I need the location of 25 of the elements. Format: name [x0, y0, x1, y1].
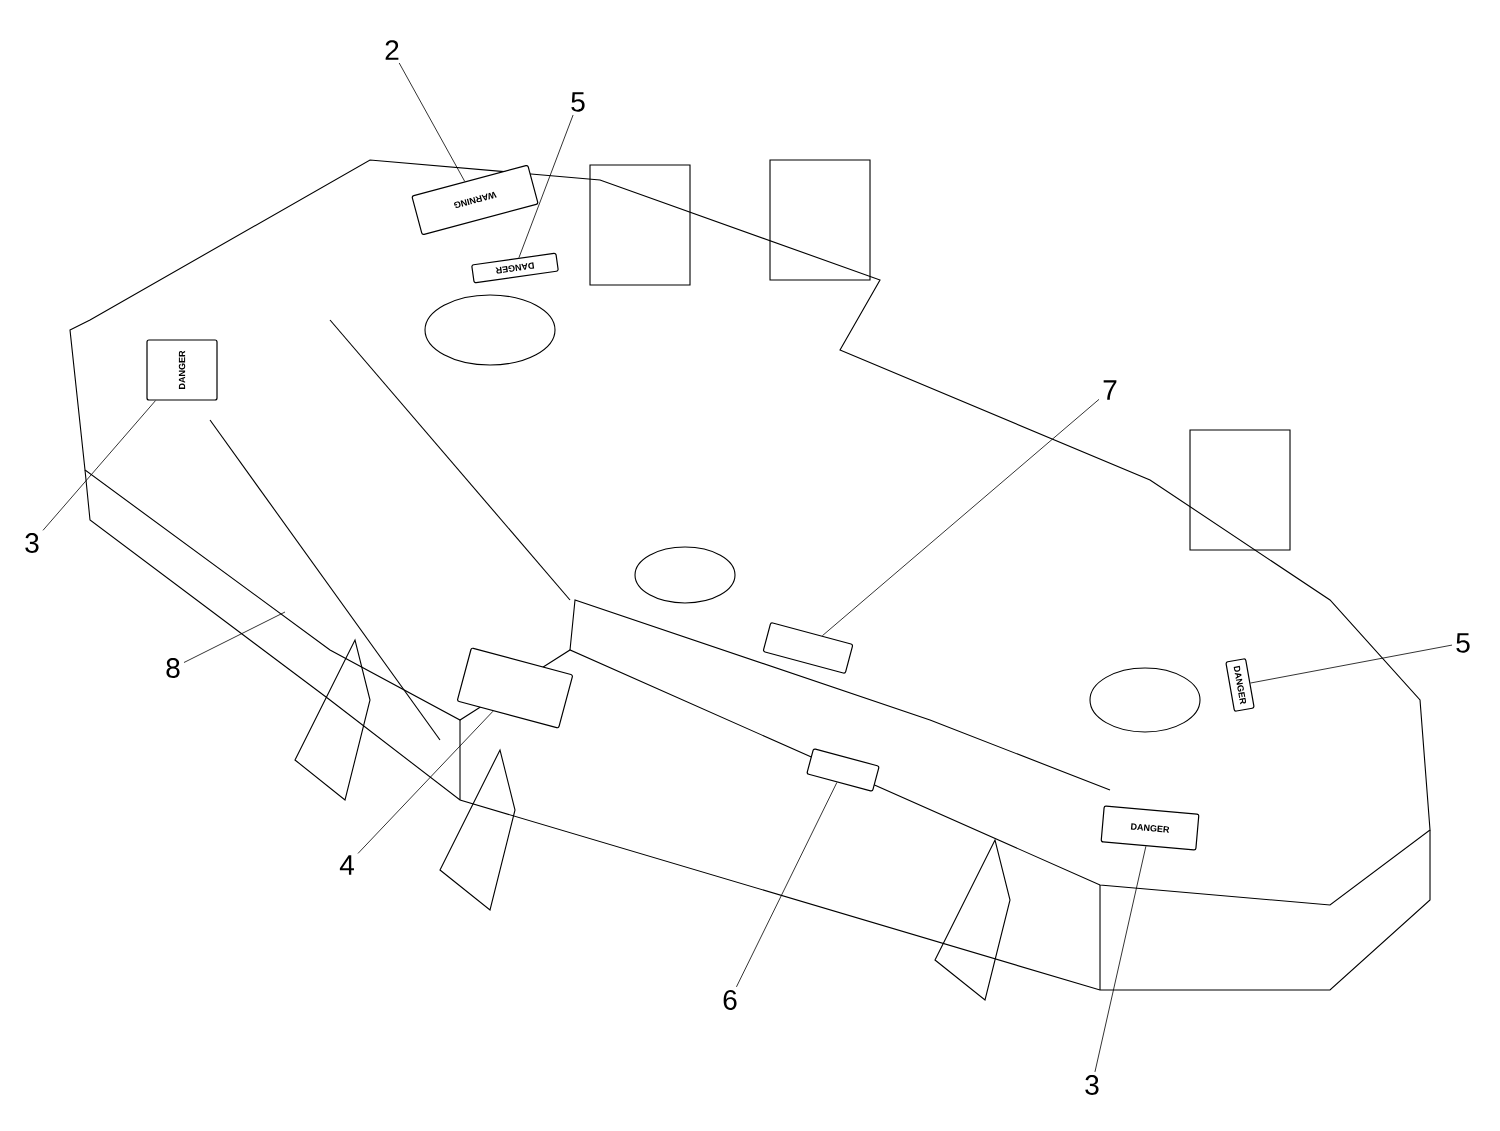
- leader-line: [398, 62, 466, 182]
- callout-number: 3: [1085, 1075, 1099, 1095]
- callout-number: 8: [166, 658, 180, 678]
- leader-line: [42, 400, 156, 531]
- callout-number: 5: [571, 92, 585, 112]
- decal-label: DANGER: [1225, 658, 1255, 712]
- leader-line: [1250, 644, 1453, 684]
- callout-number: 5: [1456, 633, 1470, 653]
- decal-label: [457, 647, 573, 729]
- decal-label: [762, 622, 854, 674]
- decal-label: DANGER: [471, 252, 559, 284]
- callout-number: 2: [385, 40, 399, 60]
- leader-line: [183, 611, 286, 663]
- decal-label: DANGER: [146, 339, 218, 401]
- decal-label: DANGER: [1100, 805, 1200, 851]
- leader-line: [736, 782, 838, 988]
- callout-number: 3: [25, 533, 39, 553]
- callout-number: 4: [339, 855, 354, 875]
- leader-line: [357, 710, 494, 854]
- leader-line: [518, 114, 574, 259]
- callout-number: 7: [1103, 380, 1117, 400]
- decal-label: [806, 748, 880, 792]
- callout-number: 6: [723, 990, 737, 1010]
- leader-line: [822, 398, 1100, 637]
- leader-line: [1094, 845, 1147, 1073]
